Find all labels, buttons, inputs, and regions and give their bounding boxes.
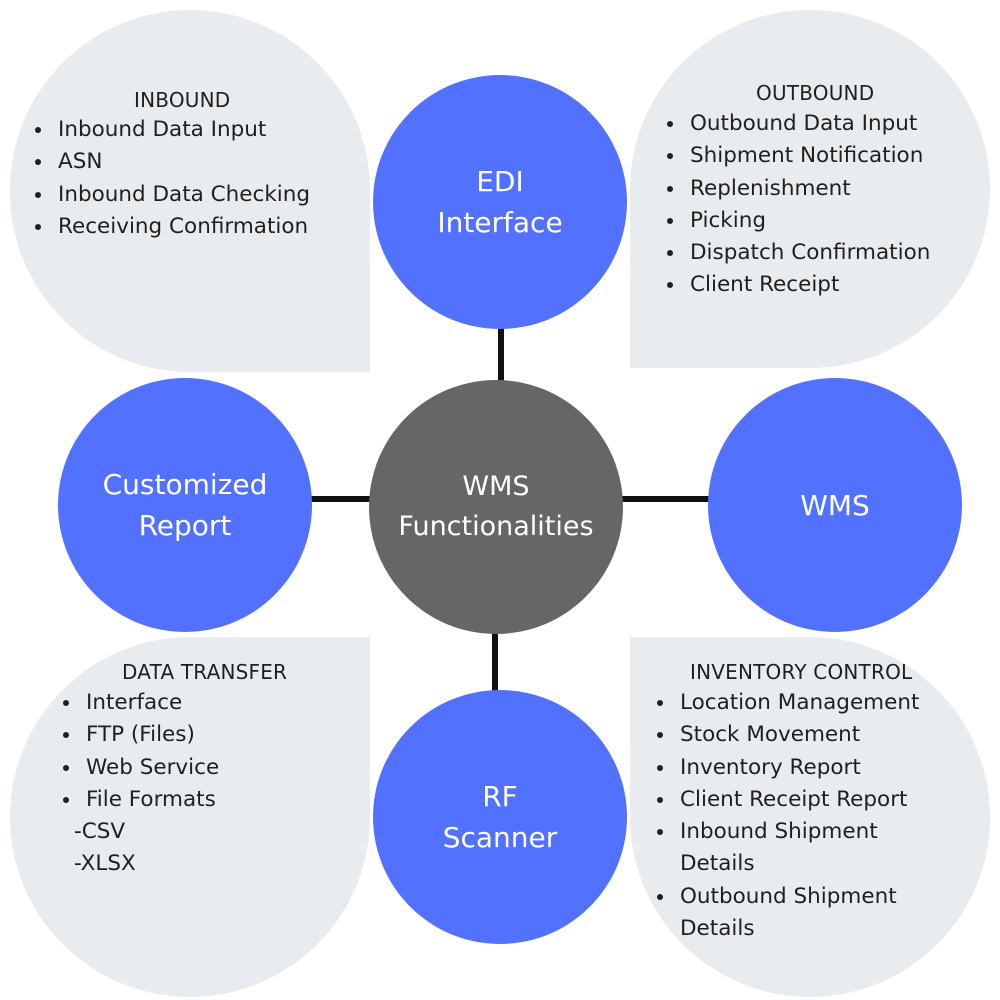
inbound-title: INBOUND xyxy=(134,88,231,112)
connector-left xyxy=(295,496,385,502)
list-sub-item: -CSV xyxy=(74,819,126,845)
list-item: Web Service xyxy=(82,752,219,784)
list-item-continuation: Details xyxy=(680,851,755,877)
list-item: Outbound Data Input xyxy=(686,108,930,140)
center-label: WMS Functionalities xyxy=(398,471,594,542)
customized-report-label: Customized Report xyxy=(102,468,268,542)
list-item: Interface xyxy=(82,687,219,719)
list-item: Location Management xyxy=(676,687,919,719)
list-item: Outbound Shipment xyxy=(676,881,919,913)
list-item: ASN xyxy=(54,146,310,178)
data-transfer-list: Interface FTP (Files) Web Service File F… xyxy=(56,687,219,881)
data-transfer-title: DATA TRANSFER xyxy=(122,660,288,684)
inventory-control-title: INVENTORY CONTROL xyxy=(690,660,913,684)
customized-report-node: Customized Report xyxy=(58,378,312,632)
edi-interface-label: EDI Interface xyxy=(437,165,563,239)
data-transfer-panel: DATA TRANSFER Interface FTP (Files) Web … xyxy=(10,637,370,997)
list-item: Inbound Shipment xyxy=(676,816,919,848)
list-item: Shipment Notification xyxy=(686,140,930,172)
list-item: Replenishment xyxy=(686,173,930,205)
outbound-panel: OUTBOUND Outbound Data Input Shipment No… xyxy=(630,10,990,368)
outbound-list: Outbound Data Input Shipment Notificatio… xyxy=(660,108,930,302)
wms-functionalities-center-node: WMS Functionalities xyxy=(369,380,623,634)
inventory-control-list: Location Management Stock Movement Inven… xyxy=(650,687,919,945)
outbound-title: OUTBOUND xyxy=(756,81,875,105)
list-item: Receiving Confirmation xyxy=(54,211,310,243)
connector-right xyxy=(610,496,720,502)
list-item: Stock Movement xyxy=(676,719,919,751)
list-sub-item: -XLSX xyxy=(74,851,136,877)
list-item: FTP (Files) xyxy=(82,719,219,751)
list-item: Inbound Data Input xyxy=(54,114,310,146)
edi-interface-node: EDI Interface xyxy=(373,75,627,329)
connector-top xyxy=(498,300,504,400)
inbound-panel: INBOUND Inbound Data Input ASN Inbound D… xyxy=(10,10,370,372)
list-item: Client Receipt xyxy=(686,269,930,301)
list-item: Inbound Data Checking xyxy=(54,179,310,211)
list-item-continuation: Details xyxy=(680,916,755,942)
inbound-list: Inbound Data Input ASN Inbound Data Chec… xyxy=(28,114,310,243)
list-item: Client Receipt Report xyxy=(676,784,919,816)
list-item: Picking xyxy=(686,205,930,237)
list-item: Dispatch Confirmation xyxy=(686,237,930,269)
wms-label: WMS xyxy=(800,488,870,522)
list-item: Inventory Report xyxy=(676,752,919,784)
inventory-control-panel: INVENTORY CONTROL Location Management St… xyxy=(630,637,990,997)
connector-bottom xyxy=(492,615,498,705)
rf-scanner-node: RF Scanner xyxy=(373,690,627,944)
wms-node: WMS xyxy=(708,378,962,632)
rf-scanner-label: RF Scanner xyxy=(442,780,558,854)
list-item: File Formats xyxy=(82,784,219,816)
